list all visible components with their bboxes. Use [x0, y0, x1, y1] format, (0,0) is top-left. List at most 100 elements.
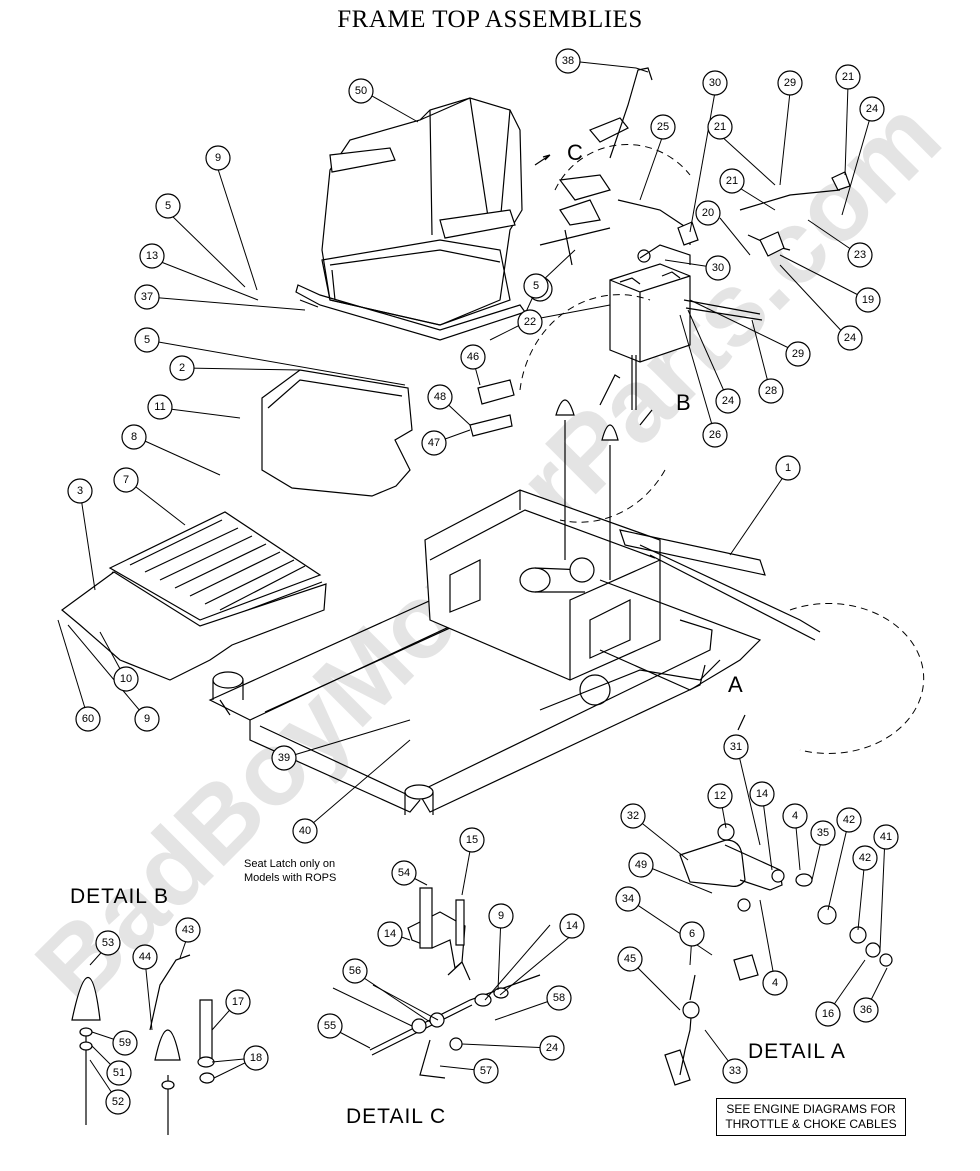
callout-29: 29 [777, 70, 803, 96]
svg-text:30: 30 [709, 77, 721, 89]
svg-text:11: 11 [154, 401, 165, 413]
view-marker-c: C [567, 140, 583, 165]
callout-42: 42 [852, 845, 878, 871]
svg-text:4: 4 [792, 810, 798, 822]
svg-text:6: 6 [689, 928, 695, 940]
callout-34: 34 [615, 886, 641, 912]
callout-24: 24 [715, 388, 741, 414]
svg-text:53: 53 [102, 937, 114, 949]
svg-text:24: 24 [844, 332, 856, 344]
cone-studs-drawing [469, 355, 637, 580]
callout-30: 30 [705, 255, 731, 281]
svg-text:14: 14 [384, 928, 396, 940]
svg-text:40: 40 [299, 825, 311, 837]
callout-18: 18 [243, 1045, 269, 1071]
detail-b-drawing [71, 954, 215, 1135]
svg-text:29: 29 [792, 348, 804, 360]
callout-4: 4 [762, 970, 788, 996]
callout-58: 58 [546, 985, 572, 1011]
callout-45: 45 [617, 946, 643, 972]
detail-b-circle [519, 294, 666, 523]
callout-14: 14 [749, 781, 775, 807]
callout-35: 35 [810, 820, 836, 846]
top-bracket-drawing [539, 67, 851, 266]
callout-24: 24 [539, 1035, 565, 1061]
seat-drawing [295, 97, 526, 341]
callout-5: 5 [523, 273, 549, 299]
svg-text:37: 37 [141, 291, 153, 303]
svg-text:21: 21 [714, 121, 726, 133]
svg-text:38: 38 [562, 55, 574, 67]
callout-43: 43 [175, 917, 201, 943]
svg-text:20: 20 [702, 207, 714, 219]
svg-text:32: 32 [627, 810, 639, 822]
detail-a-circle [789, 603, 925, 754]
svg-text:22: 22 [524, 316, 536, 328]
svg-text:14: 14 [566, 920, 578, 932]
arrow-c [534, 154, 551, 166]
callout-41: 41 [873, 824, 899, 850]
svg-text:23: 23 [854, 249, 866, 261]
callout-14: 14 [377, 921, 403, 947]
page-title: FRAME TOP ASSEMBLIES [337, 6, 643, 33]
svg-text:50: 50 [355, 85, 367, 97]
callout-20: 20 [695, 200, 721, 226]
floor-plate-drawing [61, 511, 327, 681]
arrow-a [737, 714, 746, 731]
svg-text:5: 5 [144, 334, 150, 346]
hood-panel-drawing [261, 369, 413, 497]
svg-text:49: 49 [635, 859, 647, 871]
callout-31: 31 [723, 734, 749, 760]
callout-56: 56 [342, 958, 368, 984]
svg-text:59: 59 [119, 1037, 131, 1049]
svg-text:42: 42 [843, 814, 855, 826]
callout-36: 36 [853, 997, 879, 1023]
detail-b-label: DETAIL B [70, 885, 170, 908]
callout-7: 7 [113, 467, 139, 493]
svg-text:13: 13 [146, 250, 158, 262]
svg-text:28: 28 [765, 385, 777, 397]
svg-text:9: 9 [215, 152, 221, 164]
svg-text:25: 25 [657, 121, 669, 133]
svg-text:16: 16 [822, 1008, 834, 1020]
callout-29: 29 [785, 341, 811, 367]
svg-text:30: 30 [712, 262, 724, 274]
svg-text:3: 3 [77, 485, 83, 497]
svg-text:55: 55 [324, 1020, 336, 1032]
callout-2: 2 [169, 355, 195, 381]
callout-21: 21 [707, 114, 733, 140]
svg-text:48: 48 [434, 391, 446, 403]
svg-text:41: 41 [880, 831, 892, 843]
callout-11: 11 [147, 394, 173, 420]
svg-text:4: 4 [772, 977, 778, 989]
svg-text:19: 19 [862, 294, 874, 306]
callout-21: 21 [719, 168, 745, 194]
svg-text:33: 33 [729, 1065, 741, 1077]
svg-text:24: 24 [546, 1042, 558, 1054]
svg-text:35: 35 [817, 827, 829, 839]
svg-text:52: 52 [112, 1096, 124, 1108]
svg-text:17: 17 [232, 996, 244, 1008]
svg-text:2: 2 [179, 362, 185, 374]
svg-text:15: 15 [466, 834, 478, 846]
callout-22: 22 [517, 309, 543, 335]
callout-57: 57 [473, 1058, 499, 1084]
callout-40: 40 [292, 818, 318, 844]
svg-text:45: 45 [624, 953, 636, 965]
callout-23: 23 [847, 242, 873, 268]
callout-10: 10 [113, 666, 139, 692]
callout-54: 54 [391, 860, 417, 886]
svg-text:12: 12 [714, 790, 726, 802]
svg-text:8: 8 [131, 431, 137, 443]
callout-59: 59 [112, 1030, 138, 1056]
svg-text:29: 29 [784, 77, 796, 89]
callout-28: 28 [758, 378, 784, 404]
svg-text:34: 34 [622, 893, 634, 905]
svg-text:26: 26 [709, 429, 721, 441]
callout-9: 9 [488, 903, 514, 929]
callout-9: 9 [134, 706, 160, 732]
svg-text:36: 36 [860, 1004, 872, 1016]
callout-19: 19 [855, 287, 881, 313]
engine-diagram-note: SEE ENGINE DIAGRAMS FOR THROTTLE & CHOKE… [716, 1098, 906, 1136]
